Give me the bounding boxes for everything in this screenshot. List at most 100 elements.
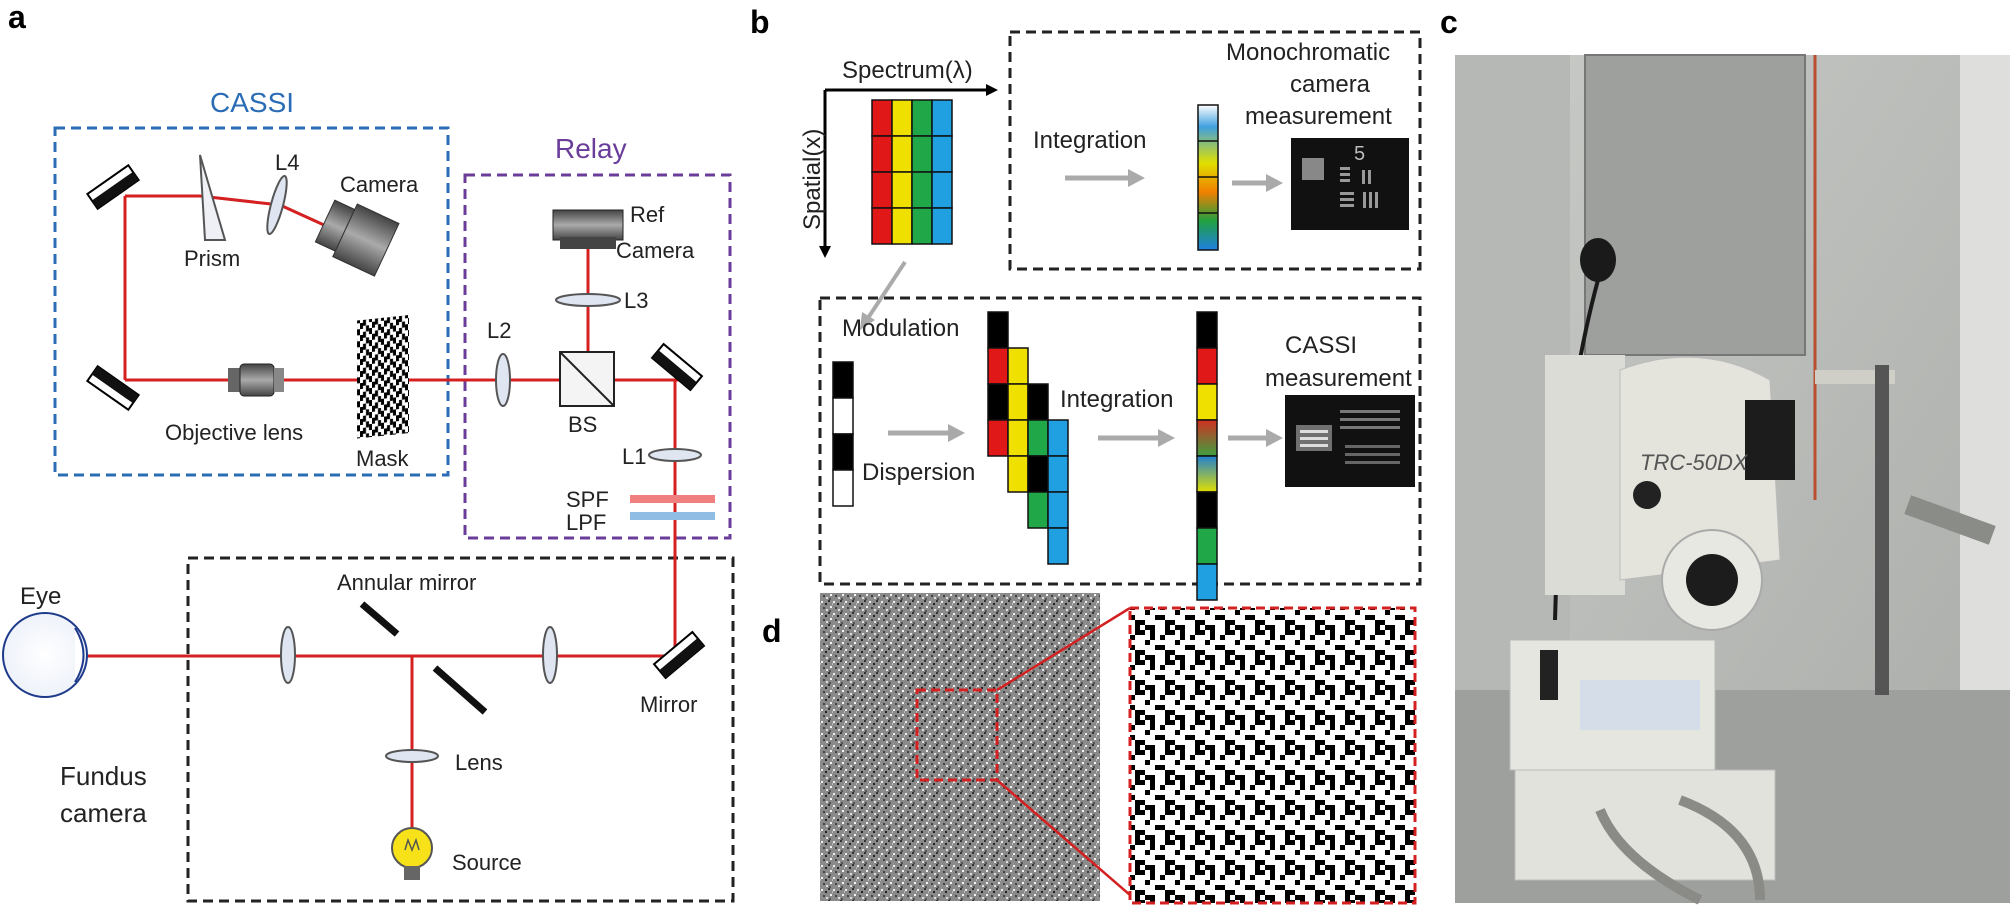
modulation-label: Modulation xyxy=(842,315,959,342)
fundus-label-1: Fundus xyxy=(60,761,147,791)
dispersed-cube xyxy=(987,311,1069,565)
integration-top-arrowhead xyxy=(1128,169,1145,187)
cube-cell xyxy=(931,207,953,245)
disp-cell xyxy=(1007,347,1029,385)
l2-label: L2 xyxy=(487,318,511,343)
mono-label-2: camera xyxy=(1290,71,1371,98)
spectrum-axis-arrow xyxy=(986,84,998,96)
disp-cell xyxy=(987,347,1009,385)
fundus-mirror-right-icon xyxy=(652,630,706,680)
cassi-strip-cell xyxy=(1196,491,1218,529)
source-label: Source xyxy=(452,850,522,875)
mirror-top-left xyxy=(85,163,141,211)
l3-lens-icon xyxy=(555,293,621,307)
disp-cell xyxy=(1047,491,1069,529)
cube-to-mod-arrow xyxy=(866,260,907,320)
mask-cell xyxy=(832,397,854,435)
cassi-meas-label-2: measurement xyxy=(1265,365,1412,392)
mask-full-image xyxy=(820,593,1100,901)
mask-zoom-image xyxy=(1130,608,1415,903)
relay-mirror-icon xyxy=(650,342,704,392)
cube-cell xyxy=(871,135,893,173)
panel-d: d xyxy=(762,593,1417,905)
cassi-strip-cell xyxy=(1196,527,1218,565)
fundus-box xyxy=(186,556,735,903)
relay-box xyxy=(463,173,732,540)
fundus-lens-left xyxy=(280,626,296,684)
lens-label: Lens xyxy=(455,750,503,775)
device-photo: TRC-50DX xyxy=(1455,54,2010,905)
disp-cell xyxy=(1047,419,1069,457)
cube-cell xyxy=(891,99,913,137)
prism-icon xyxy=(199,154,227,241)
device-label: TRC-50DX xyxy=(1640,450,1749,475)
panel-a: a CASSI Relay Prism L4 xyxy=(2,0,735,903)
fundus-label-2: camera xyxy=(60,798,147,828)
cube-cell xyxy=(931,171,953,209)
cube-cell xyxy=(911,207,933,245)
disp-cell xyxy=(987,311,1009,349)
mask-zoom-border xyxy=(1128,606,1417,905)
prism-label: Prism xyxy=(184,246,240,271)
cube-cell xyxy=(931,99,953,137)
cassi-strip-cell xyxy=(1196,419,1218,457)
spf-label: SPF xyxy=(566,487,609,512)
spectrum-label: Spectrum(λ) xyxy=(842,57,973,84)
cube-cell xyxy=(911,99,933,137)
mono-label-1: Monochromatic xyxy=(1226,39,1390,66)
disp-cell xyxy=(1007,455,1029,493)
source-bulb-icon xyxy=(391,827,433,880)
ref-camera-icon xyxy=(552,209,624,249)
disp-cell xyxy=(1027,455,1049,493)
eye-label: Eye xyxy=(20,583,61,610)
cassi-strip-cell xyxy=(1196,383,1218,421)
beam-splitter-icon xyxy=(559,351,615,407)
cassi-camera-icon xyxy=(314,199,400,277)
data-cube xyxy=(871,99,953,245)
panel-c-letter: c xyxy=(1440,4,1458,40)
l3-label: L3 xyxy=(624,288,648,313)
mask-cell xyxy=(832,433,854,471)
disp-cell xyxy=(1047,527,1069,565)
cube-cell xyxy=(911,171,933,209)
cube-cell xyxy=(891,171,913,209)
l1-lens-icon xyxy=(648,448,702,462)
spatial-label: Spatial(x) xyxy=(799,129,826,230)
cassi-measurement-image xyxy=(1285,395,1415,487)
disp-cell xyxy=(987,383,1009,421)
dispersion-label: Dispersion xyxy=(862,459,975,486)
ref-camera-label-1: Ref xyxy=(630,202,665,227)
l4-lens-icon xyxy=(266,174,288,236)
svg-text:5: 5 xyxy=(1354,143,1365,165)
cassi-strip-cell xyxy=(1196,311,1218,349)
cube-cell xyxy=(871,171,893,209)
fundus-mirror-icon xyxy=(432,665,488,715)
fundus-lens-right xyxy=(542,626,558,684)
cassi-meas-box xyxy=(818,296,1422,586)
mask-label: Mask xyxy=(356,446,410,471)
zoom-line-bottom xyxy=(996,779,1131,896)
disp-cell xyxy=(1047,455,1069,493)
disp-cell xyxy=(1007,383,1029,421)
panel-d-letter: d xyxy=(762,613,782,649)
beam-cassi-loop xyxy=(125,194,336,232)
mask-cell xyxy=(832,469,854,507)
cassi-arrowhead xyxy=(1266,429,1283,447)
cube-cell xyxy=(871,99,893,137)
cassi-box xyxy=(53,126,450,477)
mask-cell xyxy=(832,361,854,399)
cube-cell xyxy=(911,135,933,173)
mono-box xyxy=(1008,30,1422,271)
cube-cell xyxy=(891,207,913,245)
integration-top-label: Integration xyxy=(1033,127,1146,154)
objective-lens-icon xyxy=(228,363,284,397)
l4-label: L4 xyxy=(275,150,299,175)
cassi-strip-cell xyxy=(1196,563,1218,601)
cube-to-mod-arrowhead xyxy=(860,312,875,330)
integration-bottom-label: Integration xyxy=(1060,386,1173,413)
mono-label-3: measurement xyxy=(1245,103,1392,130)
cassi-strip-cell xyxy=(1196,455,1218,493)
objective-lens-label: Objective lens xyxy=(165,420,303,445)
lpf-filter xyxy=(630,512,715,520)
